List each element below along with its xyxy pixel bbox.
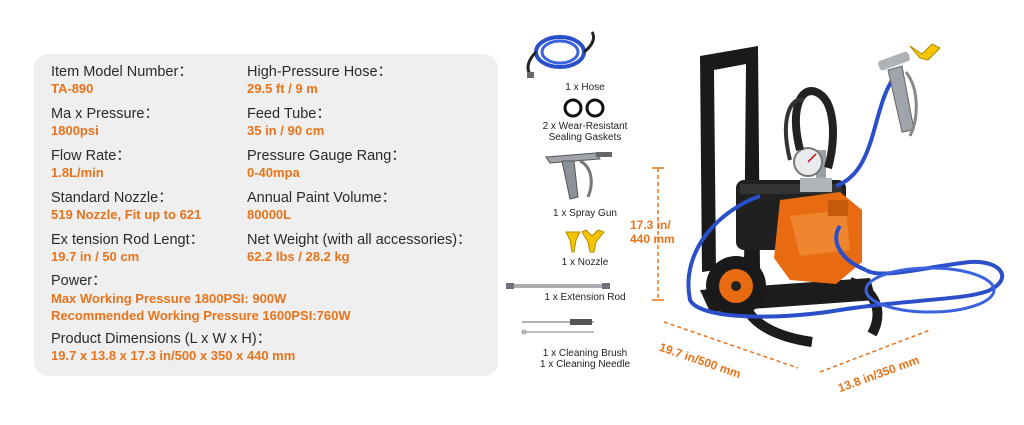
spec-label: Standard Nozzle： — [51, 190, 173, 206]
nozzle-icon — [565, 229, 605, 253]
spec-dimensions: Product Dimensions (L x W x H)： 19.7 x 1… — [51, 331, 295, 364]
spec-max-pressure: Ma x Pressure： 1800psi — [51, 106, 159, 139]
hose-icon — [526, 31, 596, 78]
accessories-column: 1 x Hose 2 x Wear-Resistant Sealing Gask… — [500, 0, 670, 420]
extension-rod-icon — [506, 283, 610, 289]
spec-value: 519 Nozzle, Fit up to 621 — [51, 207, 202, 222]
spec-value: 19.7 in / 50 cm — [51, 249, 140, 264]
acc-gun-label: 1 x Spray Gun — [553, 208, 617, 219]
height-label-line2: 440 mm — [630, 232, 675, 246]
spec-label: Net Weight (with all accessories)： — [247, 232, 472, 248]
product-illustration: 17.3 in/ 440 mm 19.7 in/500 mm 13.8 in/3… — [630, 0, 1024, 420]
spec-value: TA-890 — [51, 81, 94, 96]
spec-label: Item Model Number： — [51, 64, 193, 80]
spec-hose: High-Pressure Hose： 29.5 ft / 9 m — [247, 64, 392, 97]
height-dimension-label: 17.3 in/ 440 mm — [630, 218, 675, 246]
acc-gaskets-label-2: Sealing Gaskets — [548, 132, 622, 143]
spec-rod: Ex tension Rod Lengt： 19.7 in / 50 cm — [51, 232, 204, 265]
spec-weight: Net Weight (with all accessories)： 62.2 … — [247, 232, 472, 265]
spec-value: 1.8L/min — [51, 165, 104, 180]
gaskets-icon — [563, 98, 605, 118]
acc-hose-label: 1 x Hose — [565, 82, 605, 93]
length-dimension-line — [663, 321, 799, 369]
spec-label: Flow Rate： — [51, 148, 131, 164]
cleaning-tools-icon — [521, 319, 594, 335]
spec-value: 0-40mpa — [247, 165, 300, 180]
paint-sprayer-image — [652, 43, 1005, 373]
spec-label: Power： — [51, 273, 107, 289]
spec-label: Pressure Gauge Rang： — [247, 148, 406, 164]
acc-needle-label: 1 x Cleaning Needle — [539, 359, 631, 370]
acc-gaskets-label-1: 2 x Wear-Resistant — [542, 121, 628, 132]
spray-gun-icon — [545, 152, 612, 200]
spec-value: 80000L — [247, 207, 292, 222]
spec-label: Annual Paint Volume： — [247, 190, 397, 206]
spec-panel: Item Model Number： TA-890 High-Pressure … — [34, 54, 498, 376]
spec-power: Power： Max Working Pressure 1800PSI: 900… — [51, 273, 351, 324]
spec-nozzle: Standard Nozzle： 519 Nozzle, Fit up to 6… — [51, 190, 201, 223]
spec-model: Item Model Number： TA-890 — [51, 64, 193, 97]
spec-paint-volume: Annual Paint Volume： 80000L — [247, 190, 396, 223]
spec-value: 1800psi — [51, 123, 99, 138]
spec-value: Max Working Pressure 1800PSI: 900W — [51, 291, 287, 306]
spec-value: 35 in / 90 cm — [247, 123, 325, 138]
spec-label: High-Pressure Hose： — [247, 64, 393, 80]
acc-nozzle-label: 1 x Nozzle — [561, 257, 609, 268]
spec-value: 19.7 x 13.8 x 17.3 in/500 x 350 x 440 mm — [51, 348, 296, 363]
spec-flow-rate: Flow Rate： 1.8L/min — [51, 148, 131, 181]
spec-label: Ma x Pressure： — [51, 106, 159, 122]
height-label-line1: 17.3 in/ — [630, 218, 671, 232]
spec-label: Product Dimensions (L x W x H)： — [51, 331, 272, 347]
spec-gauge: Pressure Gauge Rang： 0-40mpa — [247, 148, 406, 181]
spec-value: 62.2 lbs / 28.2 kg — [247, 249, 350, 264]
width-dimension-line — [819, 329, 931, 373]
spec-value: 29.5 ft / 9 m — [247, 81, 318, 96]
acc-brush-label: 1 x Cleaning Brush — [542, 348, 628, 359]
spec-feed-tube: Feed Tube： 35 in / 90 cm — [247, 106, 331, 139]
spec-label: Feed Tube： — [247, 106, 331, 122]
spec-label: Ex tension Rod Lengt： — [51, 232, 205, 248]
acc-rod-label: 1 x Extension Rod — [544, 292, 626, 303]
spec-value: Recommended Working Pressure 1600PSI:760… — [51, 308, 351, 323]
